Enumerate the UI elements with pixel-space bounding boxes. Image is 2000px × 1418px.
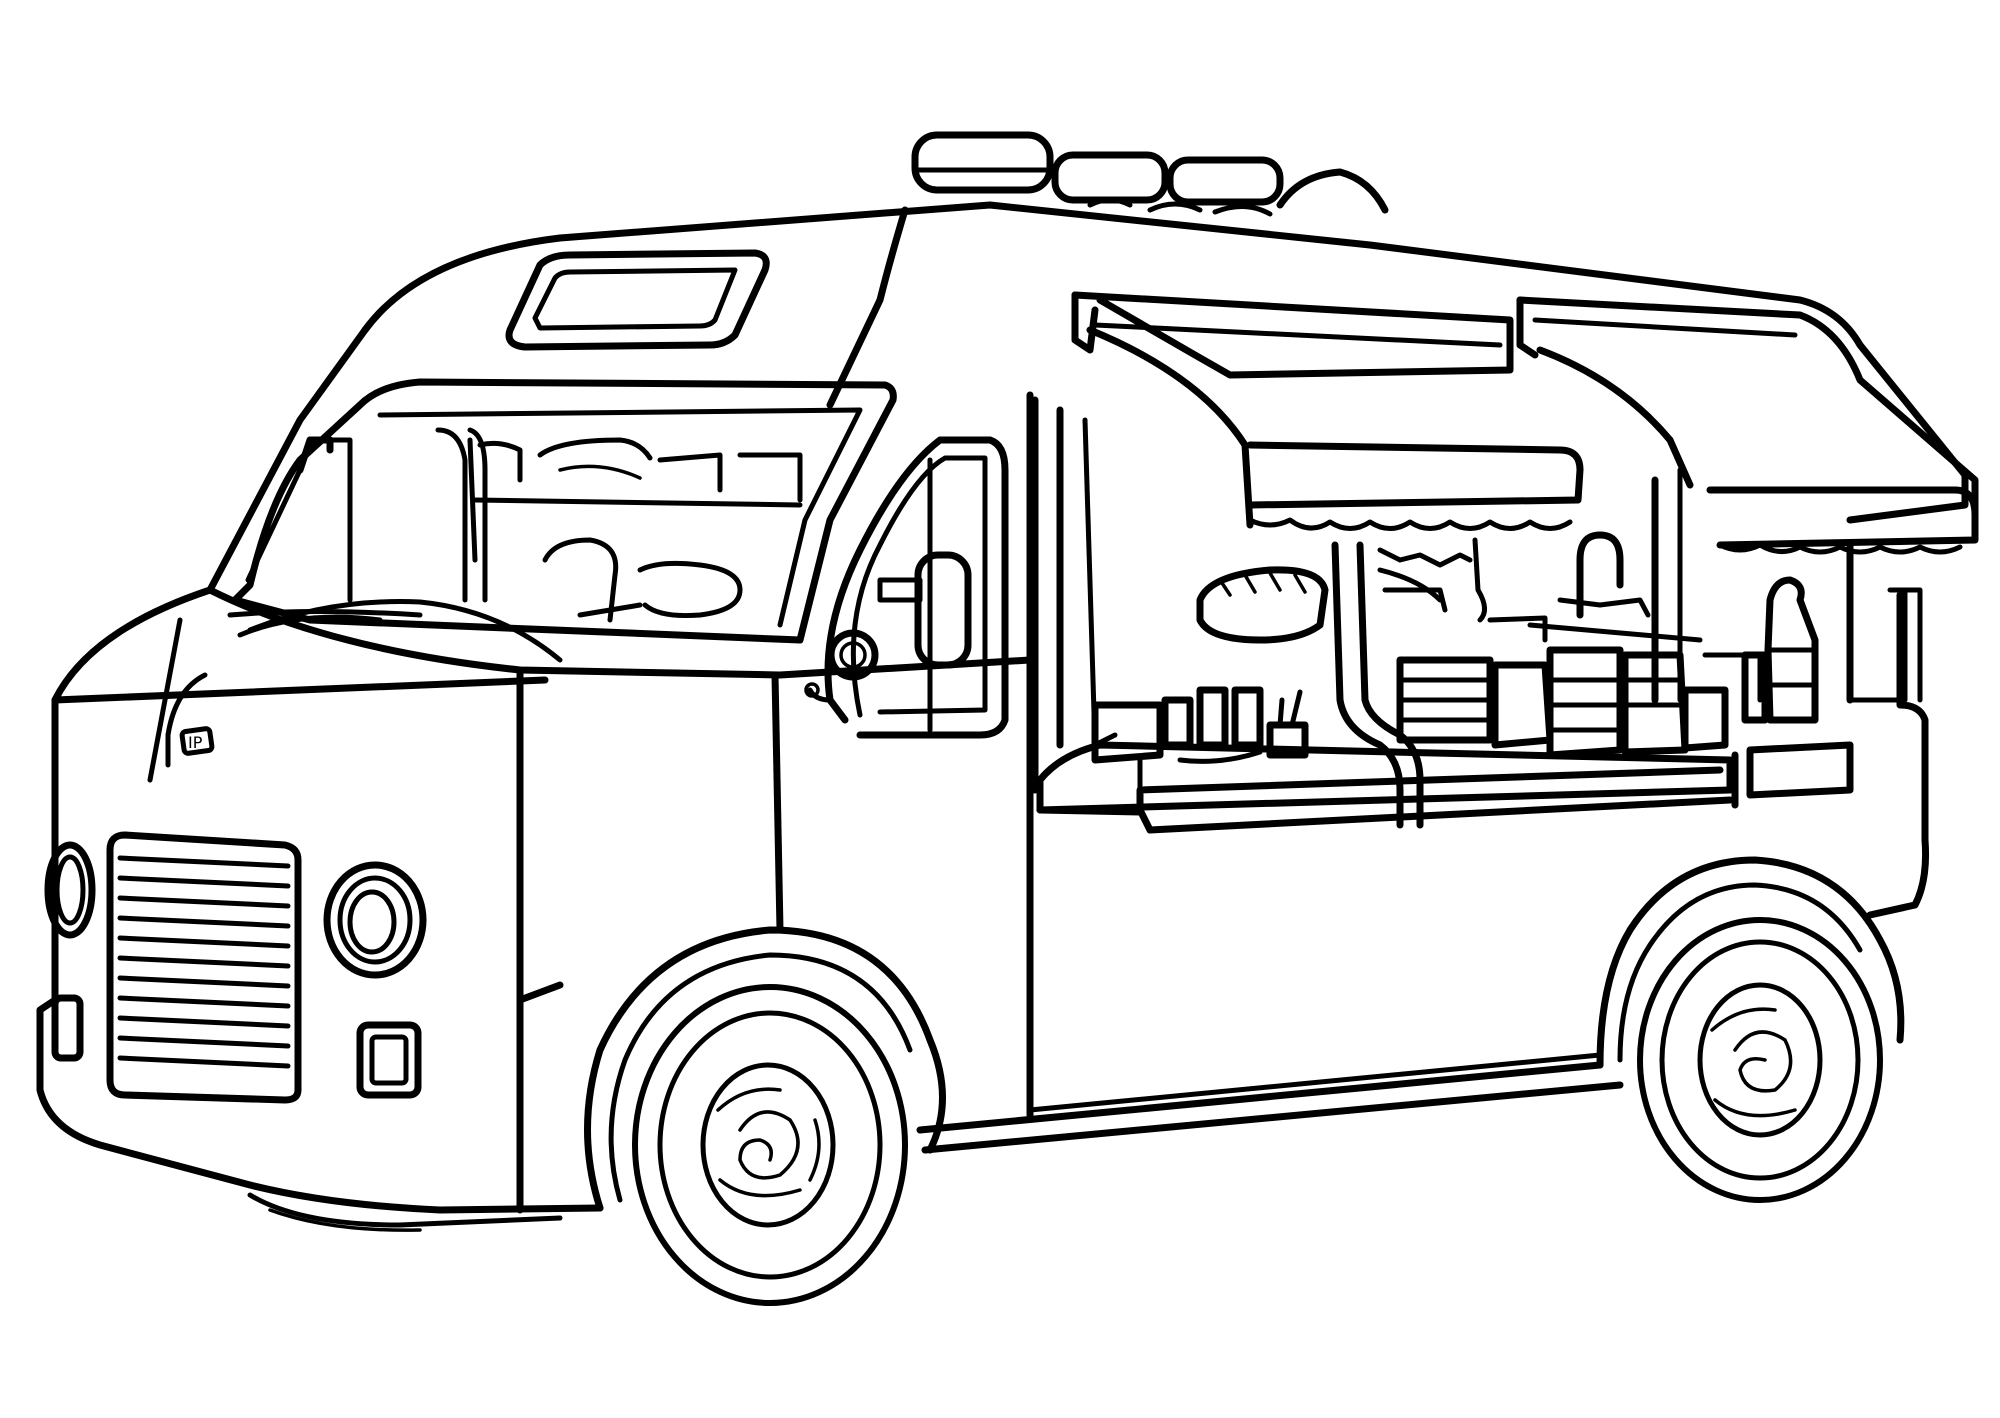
serving-window — [1031, 396, 1854, 834]
cab-door — [804, 436, 1009, 739]
ground-shadow — [247, 1192, 563, 1232]
truck-body — [36, 201, 1969, 1214]
hood-emblem: IP — [179, 726, 215, 756]
roof-cargo — [911, 131, 1389, 217]
grille — [106, 831, 302, 1104]
headlight-left — [44, 841, 96, 939]
rear-wheel — [1596, 856, 1905, 1203]
emblem-text: IP — [188, 733, 203, 752]
front-wheel — [584, 926, 946, 1306]
fog-lights — [51, 994, 422, 1099]
windshield — [227, 378, 897, 663]
headlight-right — [323, 861, 427, 979]
side-panel — [1027, 587, 1923, 1113]
awning-left — [1071, 291, 1584, 531]
roof-window — [505, 249, 770, 351]
awning-right — [1516, 296, 1979, 555]
